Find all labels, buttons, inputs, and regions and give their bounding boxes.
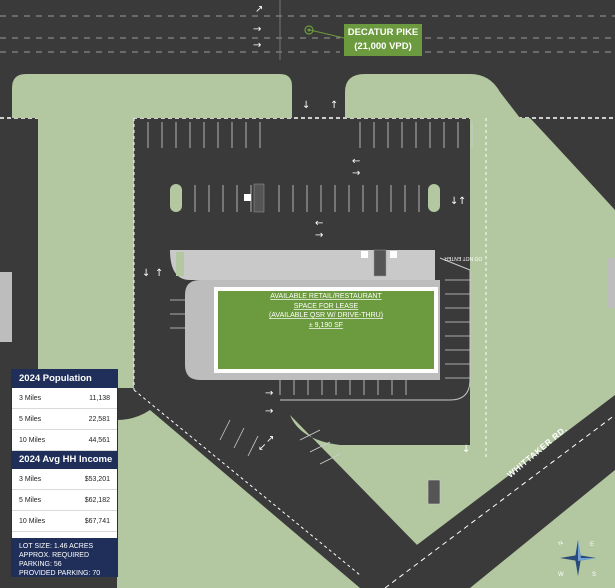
row-value: 22,581 [88, 415, 110, 423]
svg-text:→: → [315, 230, 323, 241]
svg-text:↙: ↙ [258, 442, 266, 453]
adjacent-building-right [607, 258, 615, 308]
svg-text:↓: ↓ [450, 196, 458, 207]
row-label: 3 Miles [19, 394, 42, 402]
income-row: 10 Miles $67,741 [12, 511, 117, 532]
building-line-1: AVAILABLE RETAIL/RESTAURANT [270, 293, 382, 300]
row-label: 10 Miles [19, 517, 46, 525]
row-label: 5 Miles [19, 415, 42, 423]
income-row: 3 Miles $53,201 [12, 469, 117, 490]
svg-text:↑: ↑ [330, 100, 338, 111]
population-row: 10 Miles 44,561 [12, 430, 117, 451]
row-value: $53,201 [84, 475, 110, 483]
row-label: 3 Miles [19, 475, 42, 483]
building-line-2: SPACE FOR LEASE [293, 302, 359, 310]
traffic-callout: DECATUR PIKE (21,000 VPD) [344, 24, 422, 56]
svg-text:↓: ↓ [142, 268, 150, 279]
island-3 [176, 252, 184, 276]
svg-text:→: → [253, 24, 261, 35]
dumpster [427, 479, 441, 505]
row-value: $67,741 [84, 517, 110, 525]
svg-text:→: → [265, 406, 273, 417]
island-2 [428, 184, 440, 212]
population-row: 5 Miles 22,581 [12, 409, 117, 430]
compass-n: N [558, 540, 565, 547]
grass-left [38, 118, 134, 388]
income-title: 2024 Avg HH Income [12, 451, 117, 469]
svg-text:→: → [352, 168, 360, 179]
row-label: 10 Miles [19, 436, 46, 444]
lot-size: LOT SIZE: 1.46 ACRES [19, 543, 94, 550]
building [218, 291, 434, 369]
lot-info: LOT SIZE: 1.46 ACRES APPROX. REQUIRED PA… [12, 538, 117, 577]
callout-traffic: (21,000 VPD) [354, 41, 412, 52]
row-value: 11,138 [89, 394, 110, 402]
svg-text:↑: ↑ [458, 196, 466, 207]
grass-bottom-right-island [290, 415, 470, 548]
svg-text:↗: ↗ [255, 4, 263, 15]
island-1 [170, 184, 182, 212]
grass-bottom-left [117, 410, 360, 588]
svg-text:↓: ↓ [302, 100, 310, 111]
required-parking: PARKING: 56 [19, 561, 62, 568]
stats-panel: 2024 Population 3 Miles 11,138 5 Miles 2… [12, 370, 117, 577]
callout-road: DECATUR PIKE [347, 27, 419, 38]
row-label: 5 Miles [19, 496, 42, 504]
row-value: 44,561 [88, 436, 110, 444]
whittaker-rd [360, 395, 615, 588]
income-row: 5 Miles $62,182 [12, 490, 117, 511]
svg-text:←: ← [352, 156, 360, 167]
svg-text:←: ← [315, 218, 323, 229]
svg-text:→: → [253, 40, 261, 51]
compass-w: W [558, 572, 564, 578]
callout-leader [309, 29, 345, 39]
compass-e: E [590, 542, 594, 548]
traffic-arrows: ↗ → → ↓ ↑ ← → ← → ↓ ↑ ↓ ↑ → → ↙ ↗ ↓ [142, 4, 470, 455]
whittaker-centerline [384, 414, 615, 588]
decatur-pike-lanes [0, 0, 615, 60]
accessible-icons [244, 194, 397, 258]
grass-front-right [345, 74, 520, 118]
svg-text:↗: ↗ [266, 434, 274, 445]
svg-text:→: → [265, 388, 273, 399]
hatch-2 [373, 249, 387, 277]
do-not-enter-label: DO NOT ENTER [444, 255, 482, 261]
drive-thru-lane [280, 257, 471, 401]
walkway-top [170, 250, 435, 280]
adjacent-building-left [0, 272, 12, 342]
grass-front-left [12, 74, 292, 118]
parking-boundary [133, 118, 487, 576]
building-label: AVAILABLE RETAIL/RESTAURANT SPACE FOR LE… [220, 292, 432, 330]
compass-s: S [592, 572, 596, 578]
population-row: 3 Miles 11,138 [12, 388, 117, 409]
grass-right [470, 118, 615, 510]
building-line-3: (AVAILABLE QSR W/ DRIVE-THRU) [268, 312, 384, 319]
row-value: $62,182 [84, 496, 110, 504]
svg-text:↑: ↑ [155, 268, 163, 279]
required-parking-label: APPROX. REQUIRED [19, 552, 90, 559]
hatch-1 [253, 183, 265, 213]
svg-text:↓: ↓ [462, 444, 470, 455]
compass-icon: N E S W [558, 540, 596, 578]
provided-parking: PROVIDED PARKING: 70 [19, 570, 101, 577]
building-line-4: ± 9,190 SF [308, 321, 344, 329]
callout-marker [304, 25, 314, 35]
population-title: 2024 Population [12, 370, 117, 388]
